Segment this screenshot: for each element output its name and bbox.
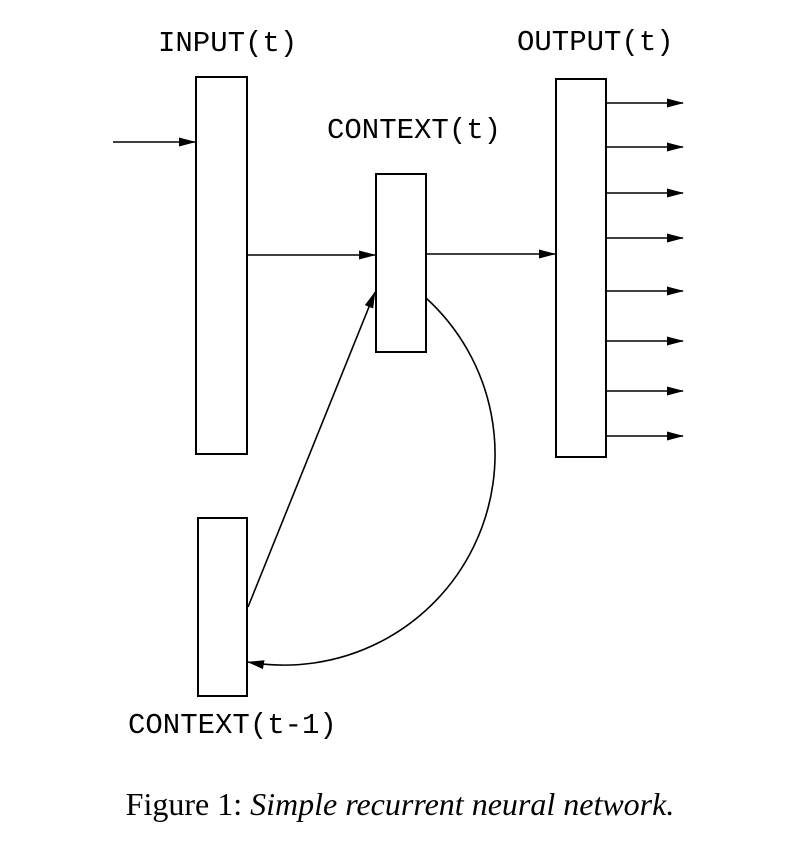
context-t-label: CONTEXT(t) bbox=[327, 114, 502, 147]
input-box bbox=[195, 76, 248, 455]
output-box bbox=[555, 78, 607, 458]
figure-caption: Figure 1: Simple recurrent neural networ… bbox=[0, 786, 800, 822]
context-t1-label: CONTEXT(t-1) bbox=[128, 709, 337, 742]
input-label: INPUT(t) bbox=[158, 27, 298, 60]
caption-title: Simple recurrent neural network. bbox=[250, 786, 675, 822]
caption-prefix: Figure 1: bbox=[125, 786, 251, 822]
context-t1-to-context-arrow bbox=[247, 291, 376, 608]
output-arrows bbox=[606, 98, 684, 441]
context-to-context-t1-arc bbox=[247, 297, 496, 670]
output-label: OUTPUT(t) bbox=[517, 26, 674, 59]
srn-diagram bbox=[113, 76, 684, 697]
context-t-box bbox=[375, 173, 427, 353]
context-t1-box bbox=[197, 517, 248, 697]
